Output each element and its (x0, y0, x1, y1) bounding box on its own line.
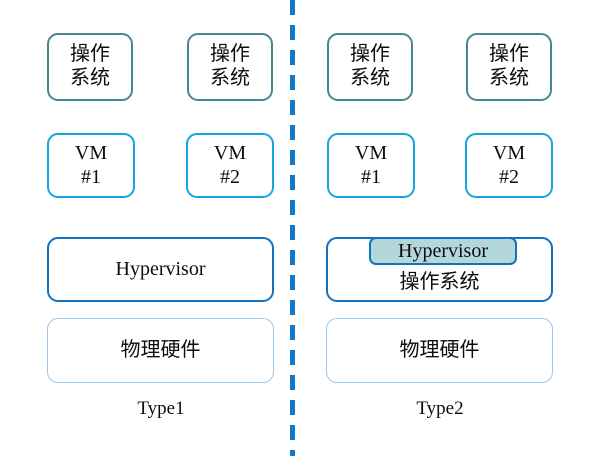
type1-vm-box-2: VM #2 (186, 133, 274, 198)
type2-os-box-2-line2: 系统 (489, 67, 529, 89)
type2-vm-box-2-line2: #2 (499, 165, 519, 188)
type1-hypervisor-label: Hypervisor (115, 257, 206, 280)
type1-vm-box-1: VM #1 (47, 133, 135, 198)
type1-vm-box-2-line1: VM (213, 141, 247, 164)
type1-os-box-1-line1: 操作 (70, 43, 110, 66)
type1-os-box-1-line2: 系统 (70, 67, 110, 89)
type1-hypervisor-box: Hypervisor (47, 237, 274, 302)
type2-os-box-1-line2: 系统 (350, 67, 390, 89)
type1-vm-box-2-line2: #2 (220, 165, 240, 188)
type2-hypervisor-chip: Hypervisor (369, 237, 517, 265)
type2-caption: Type2 (416, 398, 464, 419)
type1-vm-box-1-line2: #1 (81, 165, 101, 188)
type2-vm-box-2: VM #2 (465, 133, 553, 198)
type2-vm-box-1: VM #1 (327, 133, 415, 198)
type1-os-box-2: 操作 系统 (187, 33, 273, 101)
type1-caption: Type1 (137, 398, 185, 419)
type2-os-box-1-line1: 操作 (350, 43, 390, 66)
type2-vm-box-1-line1: VM (354, 141, 388, 164)
type2-hardware-box: 物理硬件 (326, 318, 553, 383)
type2-os-box-2: 操作 系统 (466, 33, 552, 101)
type2-hardware-label: 物理硬件 (399, 338, 480, 361)
type1-os-box-1: 操作 系统 (47, 33, 133, 101)
vertical-dashed-divider (290, 0, 295, 456)
type1-hardware-label: 物理硬件 (120, 338, 201, 361)
type2-vm-box-1-line2: #1 (361, 165, 381, 188)
type1-os-box-2-line1: 操作 (210, 43, 250, 66)
type2-os-box-1: 操作 系统 (327, 33, 413, 101)
type1-hardware-box: 物理硬件 (47, 318, 274, 383)
type2-host-os-label: 操作系统 (399, 271, 480, 293)
type1-os-box-2-line2: 系统 (210, 67, 250, 89)
type2-os-box-2-line1: 操作 (489, 43, 529, 66)
type1-vm-box-1-line1: VM (74, 141, 108, 164)
type2-vm-box-2-line1: VM (492, 141, 526, 164)
